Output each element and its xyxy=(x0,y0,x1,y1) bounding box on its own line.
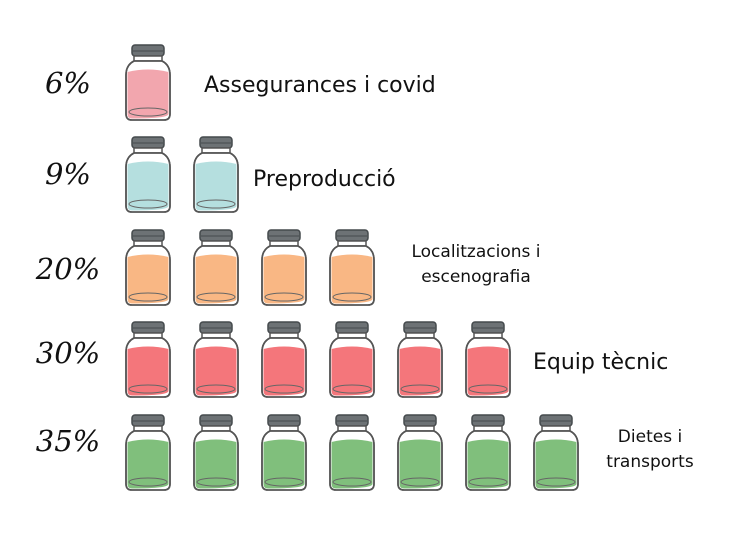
jar-liquid xyxy=(127,161,169,211)
jar-icon xyxy=(193,136,239,213)
jar-icon xyxy=(125,414,171,491)
percent-label: 6% xyxy=(44,66,91,100)
category-label: Dietes i transports xyxy=(606,427,694,472)
jar-icon xyxy=(125,229,171,306)
jar-liquid xyxy=(331,346,373,396)
jar-icon xyxy=(125,136,171,213)
jar-icon xyxy=(193,414,239,491)
jar-icon xyxy=(125,321,171,398)
jar-liquid xyxy=(467,346,509,396)
percent-label: 20% xyxy=(35,252,101,286)
category-label: Localitzacions i escenografia xyxy=(411,242,541,287)
jar-icon xyxy=(329,414,375,491)
jar-icon xyxy=(329,321,375,398)
jar-liquid xyxy=(399,439,441,489)
jar-liquid xyxy=(263,346,305,396)
jar-liquid xyxy=(127,346,169,396)
jar-liquid xyxy=(467,439,509,489)
jar-icon xyxy=(261,229,307,306)
category-label: Equip tècnic xyxy=(533,350,669,375)
jar-liquid xyxy=(127,69,169,119)
jar-icon xyxy=(533,414,579,491)
jar-icon xyxy=(397,321,443,398)
jar-icon xyxy=(261,414,307,491)
jar-icon xyxy=(125,44,171,121)
jar-icon xyxy=(261,321,307,398)
percent-label: 30% xyxy=(35,336,101,370)
jar-liquid xyxy=(399,346,441,396)
jar-liquid xyxy=(195,254,237,304)
jar-liquid xyxy=(263,439,305,489)
jar-liquid xyxy=(127,439,169,489)
jar-icon xyxy=(329,229,375,306)
category-label: Assegurances i covid xyxy=(204,73,436,98)
jar-liquid xyxy=(331,254,373,304)
jar-liquid xyxy=(127,254,169,304)
jar-liquid xyxy=(535,439,577,489)
jar-liquid xyxy=(195,161,237,211)
jar-icon xyxy=(397,414,443,491)
jar-icon xyxy=(465,321,511,398)
percent-label: 35% xyxy=(35,424,101,458)
category-label: Preproducció xyxy=(253,167,396,192)
jar-liquid xyxy=(195,439,237,489)
percent-label: 9% xyxy=(44,157,91,191)
jar-icon xyxy=(465,414,511,491)
jar-liquid xyxy=(263,254,305,304)
jar-liquid xyxy=(195,346,237,396)
jar-liquid xyxy=(331,439,373,489)
jar-icon xyxy=(193,321,239,398)
jar-icon xyxy=(193,229,239,306)
